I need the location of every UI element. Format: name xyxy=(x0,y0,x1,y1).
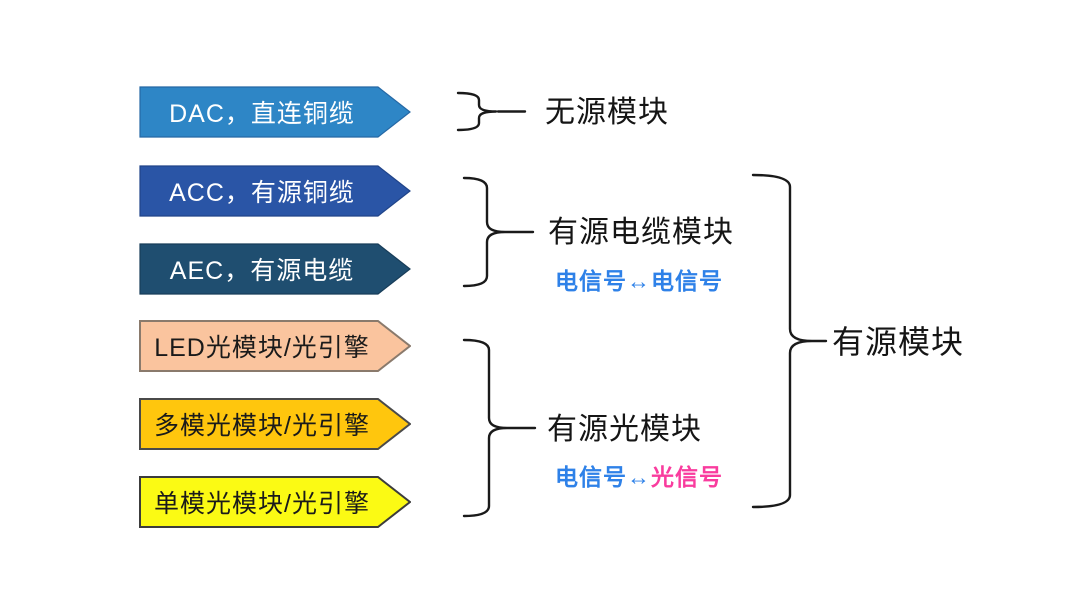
arrow-polygon xyxy=(139,398,411,450)
arrow-polygon xyxy=(139,86,411,138)
banner-label-led: LED光模块/光引擎 xyxy=(154,334,370,362)
arrow-shape-icon xyxy=(139,243,411,295)
label-signal-electrical-electrical: 电信号↔电信号 xyxy=(555,268,723,294)
arrow-shape-icon xyxy=(139,476,411,528)
label-active-optical-module: 有源光模块 xyxy=(547,413,702,446)
arrow-shape-icon xyxy=(139,165,411,217)
arrow-polygon xyxy=(139,476,411,528)
banner-label-aec: AEC，有源电缆 xyxy=(169,257,355,285)
banner-aec: AEC，有源电缆 xyxy=(139,243,411,295)
banner-label-acc: ACC，有源铜缆 xyxy=(169,179,355,207)
arrow-shape-icon xyxy=(139,320,411,372)
banner-multimode: 多模光模块/光引擎 xyxy=(139,398,411,450)
label-active-cable-module: 有源电缆模块 xyxy=(548,216,734,249)
arrow-shape-icon xyxy=(139,86,411,138)
signal-electrical-part: 电信号↔ xyxy=(555,464,651,490)
banner-acc: ACC，有源铜缆 xyxy=(139,165,411,217)
label-passive-module: 无源模块 xyxy=(545,96,669,129)
signal-optical-part: 光信号 xyxy=(651,464,723,490)
arrow-polygon xyxy=(139,165,411,217)
label-signal-electrical-optical: 电信号↔光信号 xyxy=(555,466,723,489)
arrow-polygon xyxy=(139,243,411,295)
banner-dac: DAC，直连铜缆 xyxy=(139,86,411,138)
brace-active-cable-icon xyxy=(462,176,535,288)
banner-singlemode: 单模光模块/光引擎 xyxy=(139,476,411,528)
banner-led: LED光模块/光引擎 xyxy=(139,320,411,372)
label-active-module: 有源模块 xyxy=(832,324,965,360)
banner-label-dac: DAC，直连铜缆 xyxy=(169,100,355,128)
banner-label-multimode: 多模光模块/光引擎 xyxy=(154,412,370,440)
arrow-polygon xyxy=(139,320,411,372)
brace-active-optical-icon xyxy=(462,338,537,518)
brace-passive-icon xyxy=(456,91,527,132)
brace-active-module-icon xyxy=(751,173,828,509)
banner-label-singlemode: 单模光模块/光引擎 xyxy=(154,490,370,518)
arrow-shape-icon xyxy=(139,398,411,450)
